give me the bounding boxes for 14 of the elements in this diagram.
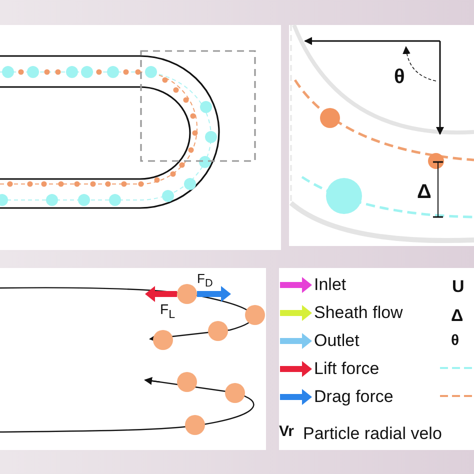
angle-label: θ [394, 67, 405, 87]
legend-text: Particle radial velo [303, 425, 442, 442]
force-label: F$_{L}$ [160, 302, 176, 320]
legend-text: Inlet [314, 276, 346, 293]
symbol-label: U [452, 278, 464, 295]
legend-text: Lift force [314, 360, 380, 377]
dimension-label: Δ [417, 182, 432, 202]
legend-text: Drag force [314, 388, 394, 405]
symbol-label: Vr [279, 424, 294, 439]
force-label: F$_{D}$ [197, 272, 213, 290]
symbol-label: Δ [451, 307, 464, 324]
legend-text: Sheath flow [314, 304, 403, 321]
legend-text: Outlet [314, 332, 360, 349]
symbol-label: θ [451, 333, 460, 348]
